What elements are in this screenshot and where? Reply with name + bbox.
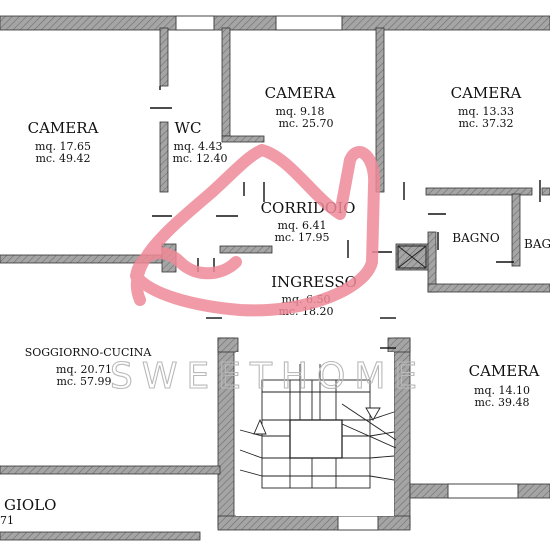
svg-text:mc. 57.99: mc. 57.99 — [56, 375, 111, 388]
svg-text:mc. 17.95: mc. 17.95 — [274, 231, 329, 244]
svg-text:CAMERA: CAMERA — [28, 119, 99, 137]
room-camera-center: CAMERA mq. 9.18 mc. 25.70 — [265, 84, 336, 130]
svg-text:mq. 14.10: mq. 14.10 — [474, 384, 530, 397]
svg-text:mq. 17.65: mq. 17.65 — [35, 140, 91, 153]
svg-text:mq. 6.41: mq. 6.41 — [278, 219, 327, 232]
svg-text:SOGGIORNO-CUCINA: SOGGIORNO-CUCINA — [25, 346, 153, 359]
svg-text:mq. 4.43: mq. 4.43 — [174, 140, 223, 153]
svg-text:CAMERA: CAMERA — [451, 84, 522, 102]
svg-text:mc. 12.40: mc. 12.40 — [172, 152, 227, 165]
room-balcony: GIOLO 71 — [0, 496, 56, 527]
house-logo-icon — [130, 144, 381, 317]
staircase — [236, 352, 397, 516]
room-soggiorno-cucina: SOGGIORNO-CUCINA mq. 20.71 mc. 57.99 — [25, 346, 153, 388]
svg-text:mc. 25.70: mc. 25.70 — [278, 117, 333, 130]
svg-text:71: 71 — [0, 514, 14, 527]
svg-text:mc. 49.42: mc. 49.42 — [35, 152, 90, 165]
svg-text:INGRESSO: INGRESSO — [271, 273, 357, 291]
svg-text:CAMERA: CAMERA — [265, 84, 336, 102]
door-marks — [150, 86, 541, 349]
room-bagno-partial: BAG — [524, 237, 550, 251]
room-camera-left: CAMERA mq. 17.65 mc. 49.42 — [28, 119, 99, 165]
svg-text:mq. 13.33: mq. 13.33 — [458, 105, 514, 118]
shaft-box — [397, 245, 427, 269]
svg-text:GIOLO: GIOLO — [4, 496, 56, 514]
svg-text:mc. 39.48: mc. 39.48 — [474, 396, 529, 409]
watermark-text: SWEETHOME — [110, 356, 426, 397]
svg-text:BAGNO: BAGNO — [452, 231, 500, 245]
room-camera-right: CAMERA mq. 13.33 mc. 37.32 — [451, 84, 522, 130]
svg-text:mq. 9.18: mq. 9.18 — [276, 105, 325, 118]
svg-text:WC: WC — [175, 119, 202, 137]
svg-text:CAMERA: CAMERA — [469, 362, 540, 380]
svg-text:mc. 37.32: mc. 37.32 — [458, 117, 513, 130]
room-wc: WC mq. 4.43 mc. 12.40 — [172, 119, 227, 165]
svg-text:BAG: BAG — [524, 237, 550, 251]
svg-text:mq. 20.71: mq. 20.71 — [56, 363, 112, 376]
room-camera-bottom: CAMERA mq. 14.10 mc. 39.48 — [469, 362, 540, 409]
room-bagno: BAGNO — [452, 231, 500, 245]
windows — [175, 15, 519, 531]
